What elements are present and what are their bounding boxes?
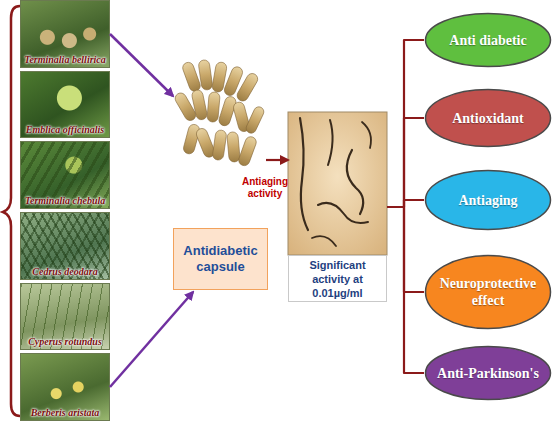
effect-oval: Neuroprotective effect — [424, 254, 552, 330]
effect-label: Neuroprotective effect — [432, 254, 544, 330]
bracket-line — [387, 118, 424, 207]
plant-photo: Terminalia chebula — [20, 141, 110, 209]
plant-photo: Cyperus rotundus — [20, 283, 110, 350]
brace-path — [3, 6, 20, 416]
oval-shape — [424, 254, 552, 330]
effect-oval: Anti-Parkinson's — [424, 345, 552, 401]
micrograph-field — [288, 112, 387, 255]
oval-outline — [426, 256, 551, 329]
bracket-line — [387, 200, 424, 207]
plant-photo: Berberis aristata — [20, 353, 110, 421]
arrow-label: Antiaging activity — [238, 176, 292, 200]
effect-label: Antiaging — [432, 169, 544, 231]
flow-arrow — [266, 159, 288, 161]
plant-name: Emblica officinalis — [21, 124, 109, 135]
plant-name: Terminalia chebula — [21, 195, 109, 206]
plant-photo: Emblica officinalis — [20, 71, 110, 138]
figure-group: Antidiabetic capsule — [173, 56, 268, 292]
bracket-line — [387, 40, 424, 207]
plant-name: Cedrus deodara — [21, 266, 109, 277]
effect-oval: Antioxidant — [424, 88, 552, 148]
effect-oval: Anti diabetic — [424, 12, 552, 68]
effect-label: Anti diabetic — [432, 12, 544, 68]
plant-photo: Cedrus deodara — [20, 212, 110, 280]
plant-name: Berberis aristata — [21, 407, 109, 418]
capsule-pills — [173, 59, 265, 167]
effect-label: Anti-Parkinson's — [432, 345, 544, 401]
figure-group: Significant activity at 0.01µg/ml — [288, 112, 387, 302]
plant-name: Cyperus rotundus — [21, 336, 109, 347]
capsule-label: Antidiabetic capsule — [173, 228, 268, 290]
plant-name: Terminalia bellirica — [21, 54, 109, 65]
activity-label: Significant activity at 0.01µg/ml — [288, 255, 387, 302]
bracket-line — [387, 207, 424, 373]
flow-arrow — [110, 34, 173, 96]
flow-arrow — [110, 292, 193, 387]
effect-oval: Antiaging — [424, 169, 552, 231]
effect-label: Antioxidant — [432, 88, 544, 148]
bracket-line — [387, 207, 424, 292]
plant-photo: Terminalia bellirica — [20, 0, 110, 68]
